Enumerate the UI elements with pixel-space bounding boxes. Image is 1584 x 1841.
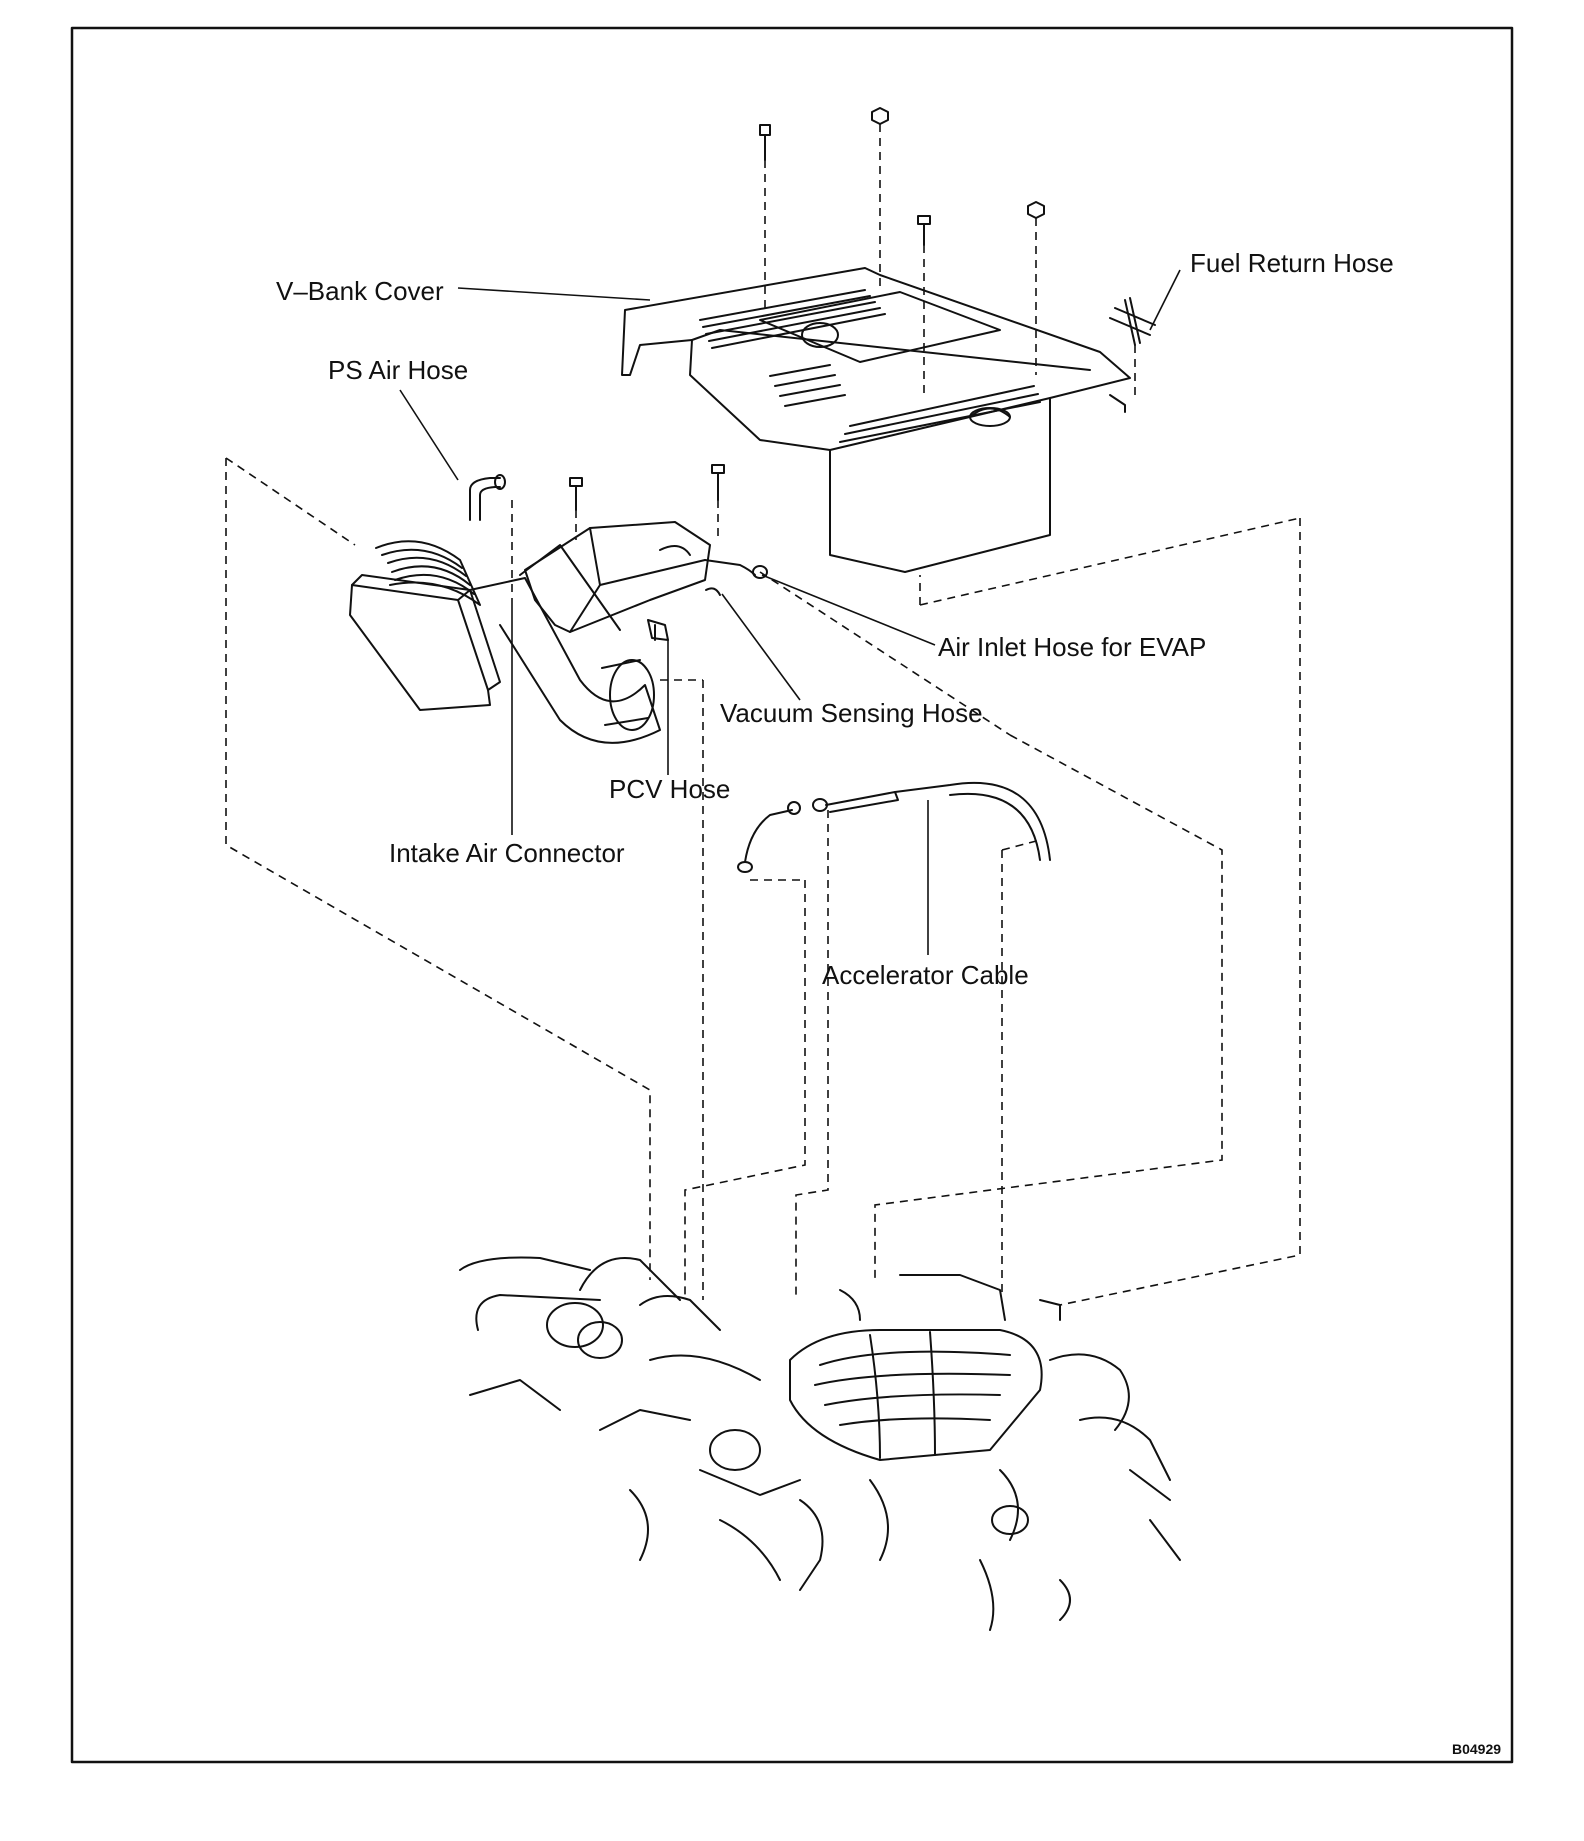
label-accelerator-cable: Accelerator Cable	[822, 960, 1029, 990]
label-vacuum-sensing-hose: Vacuum Sensing Hose	[720, 698, 983, 728]
label-intake-air-connector: Intake Air Connector	[389, 838, 625, 868]
label-v-bank-cover: V–Bank Cover	[276, 276, 444, 306]
ps-air-hose-part	[469, 474, 506, 521]
label-ps-air-hose: PS Air Hose	[328, 355, 469, 385]
cover-bolt-1	[759, 124, 771, 161]
figure-id: B04929	[1452, 1741, 1502, 1757]
evap-hose-part	[704, 559, 768, 579]
v-bank-cover-part	[621, 267, 1131, 573]
resonator-cover-part	[524, 521, 711, 633]
vacuum-hose-part	[705, 587, 721, 596]
label-pcv-hose: PCV Hose	[609, 774, 731, 804]
resonator-bolt-1	[569, 477, 583, 511]
label-fuel-return-hose: Fuel Return Hose	[1190, 248, 1394, 278]
resonator-bolt-2	[711, 464, 725, 501]
cover-nut-2	[1027, 201, 1045, 219]
label-air-inlet-hose-evap: Air Inlet Hose for EVAP	[938, 632, 1207, 662]
intake-air-connector-part	[349, 540, 661, 744]
pcv-hose-part	[647, 619, 669, 641]
engine-block-part	[459, 1256, 1181, 1631]
accelerator-cable-part	[737, 781, 1051, 873]
fuel-return-hose-part	[1109, 297, 1156, 346]
diagram-frame	[70, 26, 1514, 1764]
cover-nut-1	[871, 107, 889, 125]
cover-bolt-2	[917, 215, 931, 246]
